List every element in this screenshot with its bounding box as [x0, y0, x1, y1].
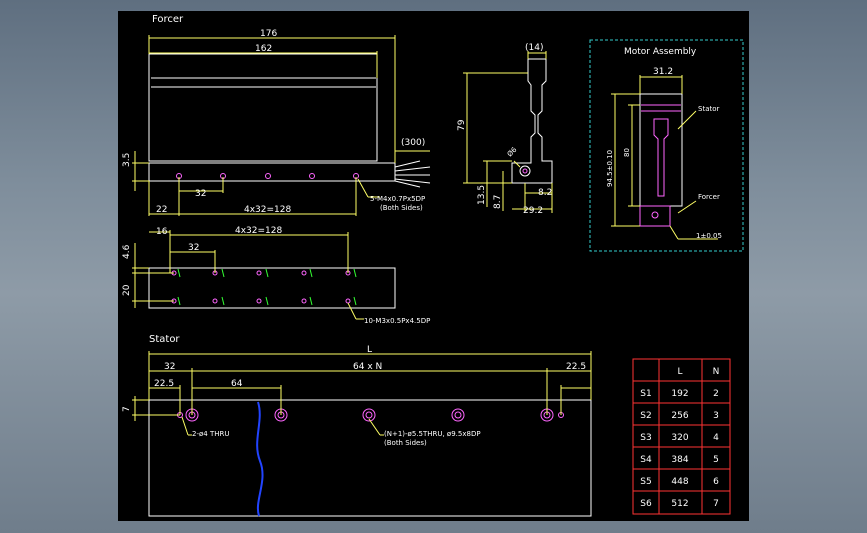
- note-forcer-holes: 5-M4x0.7Px5DP: [370, 195, 425, 203]
- text-layer: Forcer 176 162 (300) 3.5 32 22 4x32=128 …: [122, 14, 722, 509]
- dim-span: 4x32=128: [244, 205, 291, 215]
- break-line: [256, 401, 264, 517]
- bottom-hole-marks: [177, 268, 357, 306]
- table-cell: 2: [713, 389, 719, 399]
- note-forcer-sides: (Both Sides): [380, 204, 423, 212]
- cable-line: [394, 180, 421, 188]
- note-stator-holes: (N+1)-ø5.5THRU, ø9.5x8DP: [384, 430, 481, 438]
- table-cell: 448: [671, 477, 688, 487]
- stator-view: [132, 351, 592, 517]
- table-cell: S6: [640, 499, 652, 509]
- table-cell: 4: [713, 433, 719, 443]
- note-stator-sides: (Both Sides): [384, 439, 427, 447]
- side-hole: [519, 165, 531, 177]
- cad-drawing: Forcer 176 162 (300) 3.5 32 22 4x32=128 …: [122, 14, 744, 517]
- motor-assembly: [589, 39, 744, 252]
- dim-bottom-32: 32: [188, 243, 199, 253]
- cable-line: [394, 160, 421, 168]
- dim-side-8-2: 8.2: [538, 188, 552, 198]
- dim-cable: (300): [401, 138, 425, 148]
- dim-side-height: 79: [457, 119, 467, 131]
- table-cell: S1: [640, 389, 651, 399]
- size-table: L N S1 192 2 S2 256 3 S3 320 4 S4 384 5 …: [640, 367, 719, 509]
- dim-side-angle: Ø6: [506, 145, 519, 158]
- dim-side-29-2: 29.2: [523, 206, 543, 216]
- table-cell: 5: [713, 455, 719, 465]
- dim-stator-L: L: [367, 345, 372, 355]
- note-bottom-holes: 10-M3x0.5Px4.5DP: [364, 317, 430, 325]
- cable-line: [394, 178, 431, 184]
- dim-pitch: 32: [195, 189, 206, 199]
- table-cell: 320: [671, 433, 688, 443]
- table-cell: 512: [671, 499, 688, 509]
- dim-bottom-4-6: 4.6: [122, 244, 132, 259]
- side-hole-center: [522, 168, 528, 174]
- forcer-body: [148, 53, 378, 162]
- table-cell: S4: [640, 455, 652, 465]
- table-cell: S3: [640, 433, 651, 443]
- dim-total: 176: [260, 29, 277, 39]
- bottom-body: [148, 267, 396, 309]
- dim-offset: 22: [156, 205, 167, 215]
- dim-stator-64N: 64 x N: [353, 362, 382, 372]
- label-stator: Stator: [698, 105, 720, 113]
- dim-stator-7: 7: [122, 406, 132, 412]
- table-header: N: [713, 367, 720, 377]
- stator-holes: [177, 408, 564, 422]
- assembly-frame: [589, 39, 744, 252]
- stator-body: [148, 399, 592, 517]
- forcer-hole: [265, 173, 271, 179]
- table-cell: 192: [671, 389, 688, 399]
- table-cell: 3: [713, 411, 719, 421]
- dim-inner: 162: [255, 44, 272, 54]
- dim-side-8-7: 8.7: [493, 195, 503, 209]
- note-stator-thru: 2-ø4 THRU: [192, 430, 229, 438]
- forcer-title: Forcer: [152, 14, 184, 25]
- dim-bottom-16: 16: [156, 227, 168, 237]
- dim-bottom-span: 4x32=128: [235, 226, 282, 236]
- cable-line: [394, 166, 431, 172]
- forcer-hole: [309, 173, 315, 179]
- dim-bottom-20: 20: [122, 284, 132, 296]
- dim-assembly-94-5: 94.5±0.10: [606, 150, 614, 187]
- dim-stator-64: 64: [231, 379, 243, 389]
- forcer-side-view: [463, 51, 553, 213]
- forcer-bottom-view: [132, 230, 396, 320]
- table-cell: S2: [640, 411, 651, 421]
- dim-stator-32: 32: [164, 362, 175, 372]
- assembly-title: Motor Assembly: [624, 47, 697, 57]
- stator-profile: [653, 118, 669, 197]
- bottom-hole-row: [171, 270, 351, 304]
- size-table-grid: [632, 358, 731, 515]
- table-cell: 6: [713, 477, 719, 487]
- table-cell: 7: [713, 499, 719, 509]
- dim-assembly-80: 80: [623, 148, 631, 157]
- forcer-base: [148, 162, 396, 182]
- table-cell: 384: [671, 455, 688, 465]
- table-cell: 256: [671, 411, 688, 421]
- table-header: L: [677, 367, 682, 377]
- forcer-block: [639, 205, 671, 227]
- stator-title: Stator: [149, 334, 180, 345]
- dim-stator-22-5-right: 22.5: [566, 362, 586, 372]
- table-cell: S5: [640, 477, 651, 487]
- cad-drawing-canvas: Forcer 176 162 (300) 3.5 32 22 4x32=128 …: [118, 11, 749, 521]
- dim-assembly-gap: 1±0.05: [696, 232, 722, 240]
- dim-assembly-width: 31.2: [653, 67, 673, 77]
- dim-stator-22-5-left: 22.5: [154, 379, 174, 389]
- dim-forcer-height: 3.5: [122, 153, 132, 167]
- dim-side-13-5: 13.5: [477, 185, 487, 205]
- dim-side-top: (14): [525, 43, 543, 53]
- label-forcer: Forcer: [698, 193, 720, 201]
- forcer-top-view: [132, 35, 431, 216]
